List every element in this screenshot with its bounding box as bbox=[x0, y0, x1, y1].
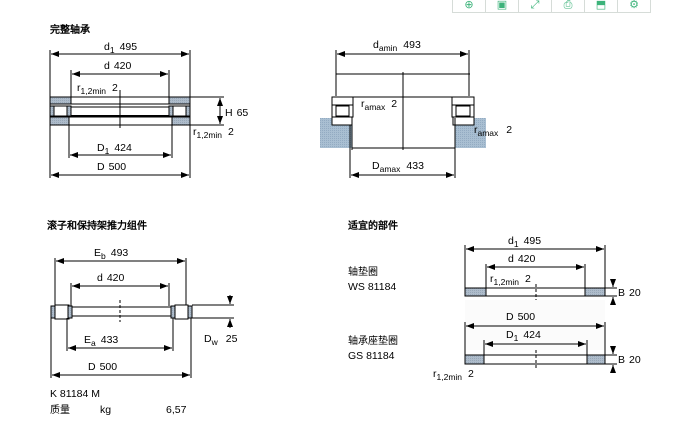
toolbar: ⊕ ▣ ⤢ ⎙ ⬒ ⚙ bbox=[452, 0, 651, 13]
mass-value: 6,57 bbox=[166, 404, 187, 416]
designation: K 81184 M bbox=[50, 388, 100, 400]
suitable-parts-title: 适宜的部件 bbox=[348, 219, 398, 232]
housing-washer-name: 轴承座垫圈 bbox=[348, 334, 398, 347]
complete-bearing-drawing bbox=[49, 50, 224, 178]
mass-label: 质量 bbox=[50, 404, 70, 416]
roller-cage-title: 滚子和保持架推力组件 bbox=[47, 219, 147, 232]
settings-button[interactable]: ⚙ bbox=[618, 0, 650, 12]
washers-drawing bbox=[464, 245, 617, 373]
shaft-washer-designation: WS 81184 bbox=[348, 281, 396, 293]
zoom-icon: ⊕ bbox=[464, 0, 474, 11]
mass-unit: kg bbox=[100, 404, 111, 416]
settings-icon: ⚙ bbox=[629, 0, 639, 11]
print-button[interactable]: ⎙ bbox=[552, 0, 585, 12]
housing-washer-designation: GS 81184 bbox=[348, 350, 395, 362]
zoom-button[interactable]: ⊕ bbox=[453, 0, 486, 12]
abutment-drawing bbox=[320, 50, 486, 178]
export-button[interactable]: ⬒ bbox=[585, 0, 618, 12]
expand-icon: ⤢ bbox=[530, 0, 540, 11]
print-icon: ⎙ bbox=[563, 0, 573, 11]
shaft-washer-name: 轴垫圈 bbox=[348, 265, 378, 278]
roller-cage-drawing bbox=[50, 258, 234, 378]
expand-button[interactable]: ⤢ bbox=[519, 0, 552, 12]
complete-bearing-title: 完整轴承 bbox=[50, 23, 90, 36]
document-button[interactable]: ▣ bbox=[486, 0, 519, 12]
document-icon: ▣ bbox=[496, 0, 508, 11]
export-icon: ⬒ bbox=[595, 0, 607, 11]
